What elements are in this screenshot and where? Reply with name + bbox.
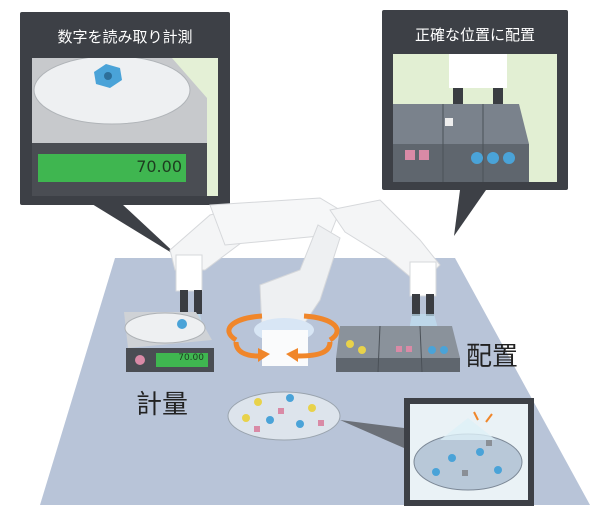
callout-placing-illustration xyxy=(393,54,557,182)
scale-display-value: 70.00 xyxy=(178,353,204,363)
weighing-label: 計量 xyxy=(136,390,189,420)
callout-reading: 数字を読み取り計測 70.00 xyxy=(20,12,230,205)
callout-placing: 正確な位置に配置 xyxy=(382,10,568,190)
placement-label: 配置 xyxy=(466,342,519,372)
callout-reading-illustration xyxy=(32,58,218,196)
callout-reading-display-value: 70.00 xyxy=(136,157,182,176)
callout-reading-title: 数字を読み取り計測 xyxy=(57,28,193,46)
callout-placing-title: 正確な位置に配置 xyxy=(414,26,535,44)
